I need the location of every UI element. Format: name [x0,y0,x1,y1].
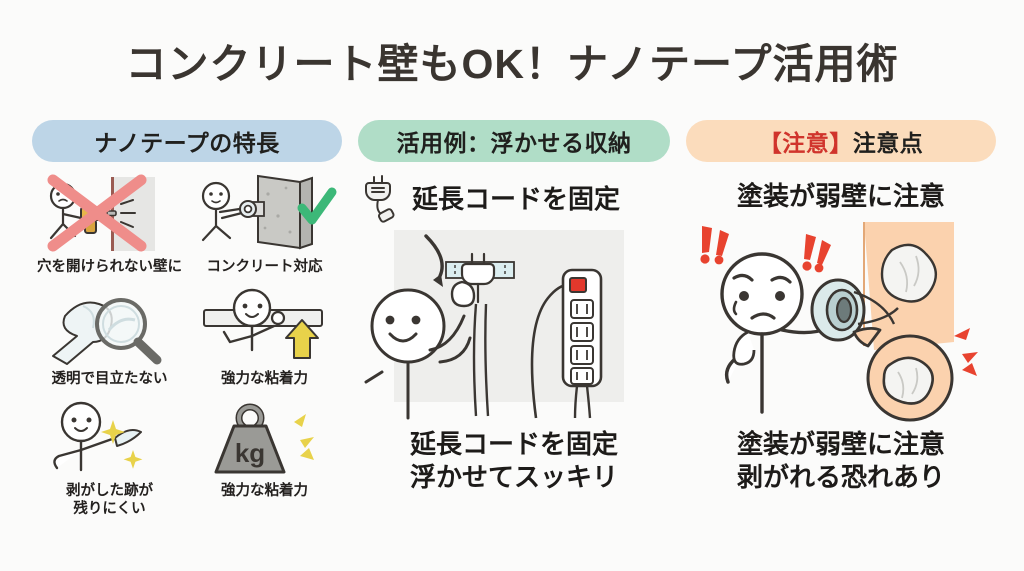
feature-caption: 透明で目立たない [51,371,168,387]
power-plug-icon [365,175,395,223]
features-header-label: ナノテープの特長 [94,130,280,156]
features-column: ナノテープの特長 [32,120,342,520]
feature-item: 穴を開けられない壁に [32,174,187,286]
drill-wall-forbidden-icon [37,174,183,254]
usage-column: 活用例：浮かせる収納 延長コードを固定 [358,120,670,495]
usage-art-heading: 延長コードを固定 [358,172,670,223]
page-title: コンクリート壁もOK！ナノテープ活用術 [125,41,899,87]
feature-caption: 穴を開けられない壁に [37,259,182,275]
features-header: ナノテープの特長 [32,120,342,162]
usage-art-heading-label: 延長コードを固定 [412,183,621,214]
feature-item: 剥がした跡が 残りにくい [32,398,187,520]
usage-header: 活用例：浮かせる収納 [358,120,670,162]
feature-item: kg 強力な粘着力 [187,398,342,520]
feature-caption: 強力な粘着力 [221,483,308,499]
feature-item: 強力な粘着力 [187,286,342,398]
features-grid: 穴を開けられない壁に [32,174,342,520]
kg-weight-icon: kg [190,398,340,478]
caution-header: 【注意】 注意点 [686,120,996,162]
caution-art-heading-label: 塗装が弱壁に注意 [736,180,945,211]
feature-caption: 剥がした跡が 残りにくい [66,483,153,518]
peeling-paint-illustration [686,214,996,422]
usage-caption: 延長コードを固定 浮かせてスッキリ [409,429,618,493]
caution-column: 【注意】 注意点 塗装が弱壁に注意 [686,120,996,495]
extension-cord-illustration [358,222,670,422]
caution-art-heading: 塗装が弱壁に注意 [686,174,996,214]
feature-caption: コンクリート対応 [206,259,323,275]
caution-header-warning: 【注意】 [758,130,853,156]
magnified-peel-inset-icon [852,327,954,422]
power-switch-icon [569,277,587,293]
feature-caption: 強力な粘着力 [221,371,308,387]
kg-weight-label: kg [234,438,264,468]
transparent-tape-magnifier-icon [37,286,183,366]
feature-item: 透明で目立たない [32,286,187,398]
caution-caption: 塗装が弱壁に注意 剥がれる恐れあり [736,429,945,493]
feature-item: コンクリート対応 [187,174,342,286]
tape-on-concrete-approved-icon [190,174,340,254]
tape-roll-icon [810,278,899,342]
caution-header-label: 注意点 [852,130,924,156]
person-peeling-tape-sparkle-icon [37,398,183,478]
person-lifting-shelf-icon [190,286,340,366]
exclamation-marks-icon [700,226,831,273]
usage-header-label: 活用例：浮かせる収納 [396,130,632,156]
